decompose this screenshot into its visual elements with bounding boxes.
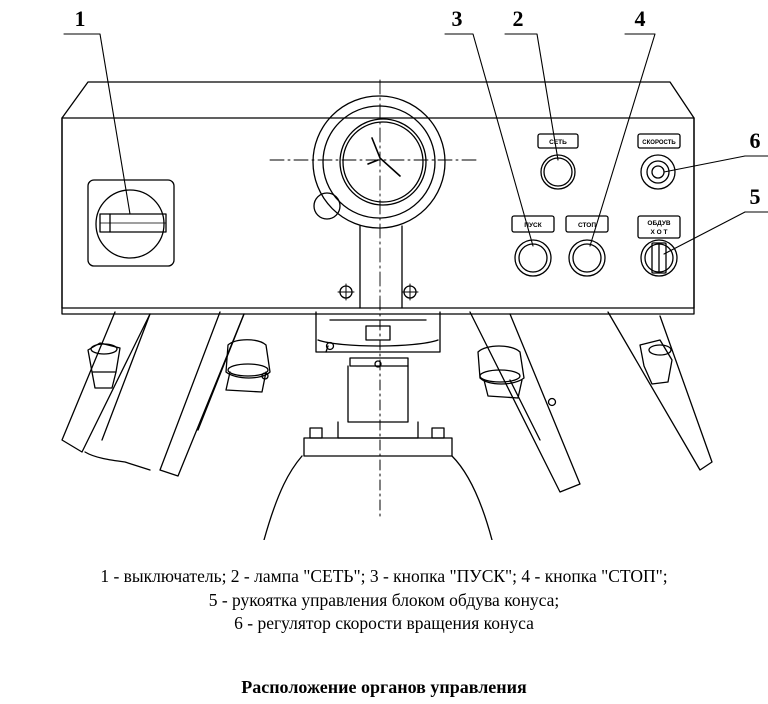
label-pusk: ПУСК	[524, 222, 541, 229]
main-switch	[87, 179, 175, 267]
leader-3	[444, 33, 534, 247]
right-tube-outer	[607, 311, 713, 471]
leader-6	[663, 155, 746, 173]
gauge	[269, 79, 477, 309]
callout-2: 2	[513, 6, 524, 31]
legend-line-2: 5 - рукоятка управления блоком обдува ко…	[208, 589, 560, 610]
legend-line-1: 1 - выключатель; 2 - лампа "СЕТЬ"; 3 - к…	[100, 566, 668, 586]
leader-2	[504, 33, 559, 161]
leader-lines	[63, 33, 768, 255]
callout-6: 6	[750, 128, 761, 153]
label-obduv-positions: Х О Т	[651, 229, 668, 236]
button-stop	[565, 215, 609, 277]
right-tube-inner	[469, 311, 581, 493]
callout-3: 3	[452, 6, 463, 31]
left-tube-inner	[159, 311, 271, 477]
figure-title: Расположение органов управления	[241, 677, 527, 697]
legend-line-3: 6 - регулятор скорости вращения конуса	[234, 613, 534, 633]
button-pusk	[511, 215, 555, 277]
callout-5: 5	[750, 184, 761, 209]
callout-1: 1	[75, 6, 86, 31]
central-column	[263, 299, 493, 540]
label-obduv: ОБДУВ	[647, 220, 670, 227]
speed-regulator	[637, 133, 681, 190]
callout-4: 4	[635, 6, 646, 31]
label-speed: СКОРОСТЬ	[642, 140, 676, 146]
left-tube-outer	[61, 311, 151, 471]
leader-1	[63, 33, 131, 215]
panel-housing	[61, 81, 695, 315]
label-set: СЕТЬ	[549, 139, 567, 146]
label-stop: СТОП	[578, 222, 596, 229]
leader-5	[663, 211, 746, 255]
leader-4	[589, 33, 656, 247]
legend: 1 - выключатель; 2 - лампа "СЕТЬ"; 3 - к…	[0, 565, 768, 636]
control-panel-drawing: СЕТЬ СКОРОСТЬ ПУСК СТОП ОБДУВ Х О Т	[61, 6, 768, 540]
obduv-handle	[637, 215, 681, 277]
